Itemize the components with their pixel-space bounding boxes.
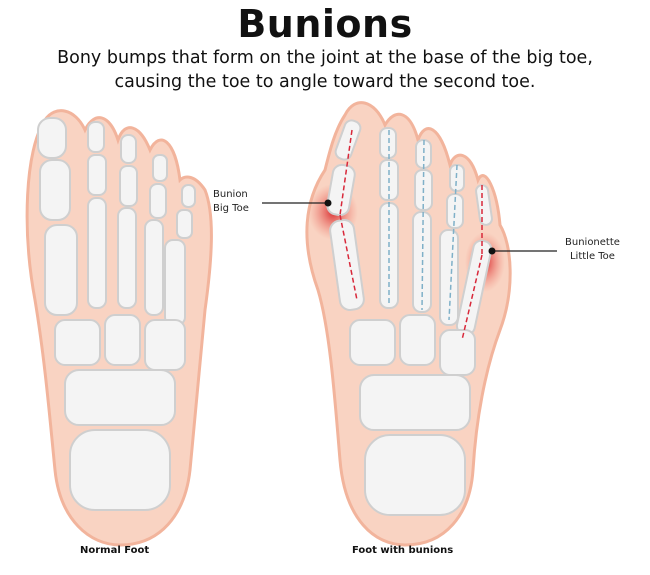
normal-foot <box>25 109 213 547</box>
subtitle: Bony bumps that form on the joint at the… <box>0 46 650 94</box>
bunionette-little-toe-label: Bunionette Little Toe <box>565 236 620 264</box>
bunion-foot-caption: Foot with bunions <box>352 545 454 556</box>
bunion-foot <box>262 101 557 547</box>
bunionette-label-line-1: Bunionette <box>565 237 620 248</box>
bunionette-label-line-2: Little Toe <box>569 251 615 262</box>
bunion-pointer <box>262 199 332 207</box>
subtitle-line-1: Bony bumps that form on the joint at the… <box>57 48 593 68</box>
bunion-label-line-1: Bunion <box>213 189 248 200</box>
bunion-label-line-2: Big Toe <box>213 203 249 214</box>
bunionette-pointer <box>488 247 557 255</box>
bunion-big-toe-label: Bunion Big Toe <box>213 188 249 216</box>
subtitle-line-2: causing the toe to angle toward the seco… <box>114 72 536 92</box>
normal-foot-caption: Normal Foot <box>80 545 150 556</box>
page-title: Bunions <box>237 2 413 46</box>
